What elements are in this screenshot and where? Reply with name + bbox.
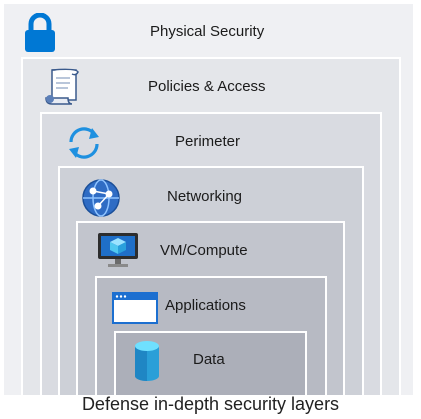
database-icon [135,341,159,381]
layer-label-data: Data [193,351,225,368]
layer-label-policies-access: Policies & Access [148,78,266,95]
sync-arrows-icon [69,127,99,159]
monitor-cube-icon [98,233,138,267]
network-globe-icon [82,179,120,217]
app-window-icon [112,292,158,324]
layer-label-perimeter: Perimeter [175,133,241,150]
layer-label-networking: Networking [167,188,243,205]
diagram-caption: Defense in-depth security layers [81,394,340,414]
layer-label-applications: Applications [165,297,246,314]
lock-icon [25,13,55,52]
layer-label-vm-compute: VM/Compute [160,242,248,259]
layer-label-physical-security: Physical Security [150,23,265,40]
scroll-icon [45,68,79,105]
